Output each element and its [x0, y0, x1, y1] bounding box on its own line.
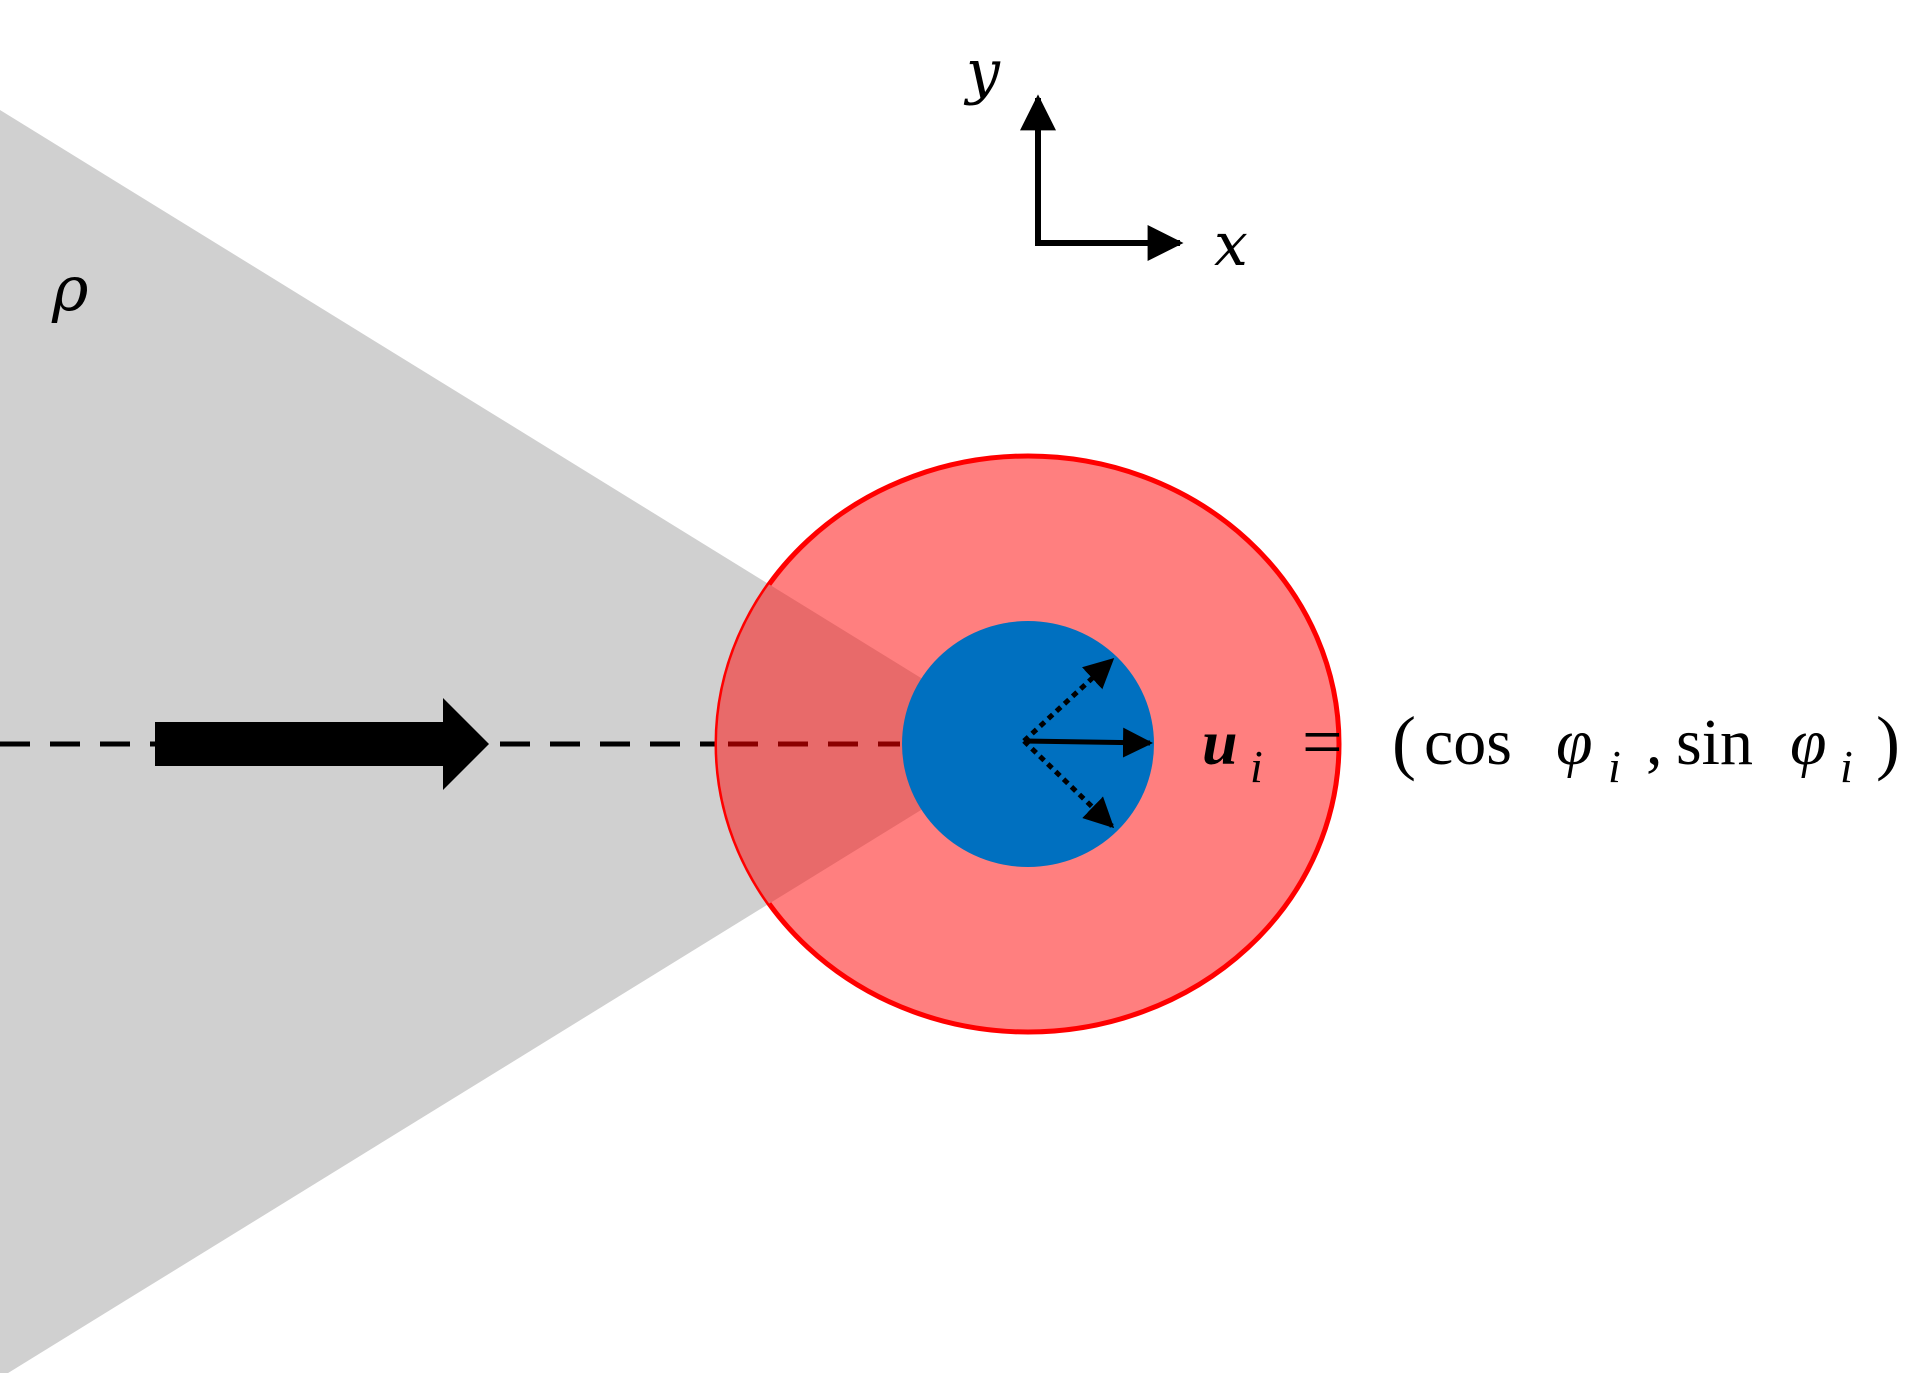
close-paren: ) [1876, 702, 1900, 782]
equals-sign: = [1302, 702, 1343, 782]
dotted-arrow-icon [1022, 657, 1115, 743]
open-paren: ( [1392, 702, 1416, 782]
phi-symbol: φ [1556, 706, 1593, 779]
thick-right-arrow-icon [155, 698, 489, 790]
cos-label: cos [1424, 706, 1512, 779]
right-arrow-icon [1023, 727, 1153, 758]
sin-label: sin [1676, 706, 1753, 779]
axis-x-label: x [1214, 210, 1248, 280]
velocity-subscript: i [1250, 741, 1263, 792]
phi-subscript: i [1608, 741, 1621, 792]
phi-subscript: i [1840, 741, 1853, 792]
axis-y-label: y [963, 37, 1001, 107]
phi-symbol: φ [1790, 706, 1827, 779]
velocity-equation: u i = ( cos φ i , sin φ i ) [1202, 702, 1900, 792]
density-label: ρ [51, 252, 88, 325]
velocity-symbol: u [1202, 707, 1238, 778]
comma: , [1646, 706, 1663, 779]
xy-axes-icon [1020, 94, 1184, 261]
dotted-arrow-icon [1022, 739, 1115, 829]
